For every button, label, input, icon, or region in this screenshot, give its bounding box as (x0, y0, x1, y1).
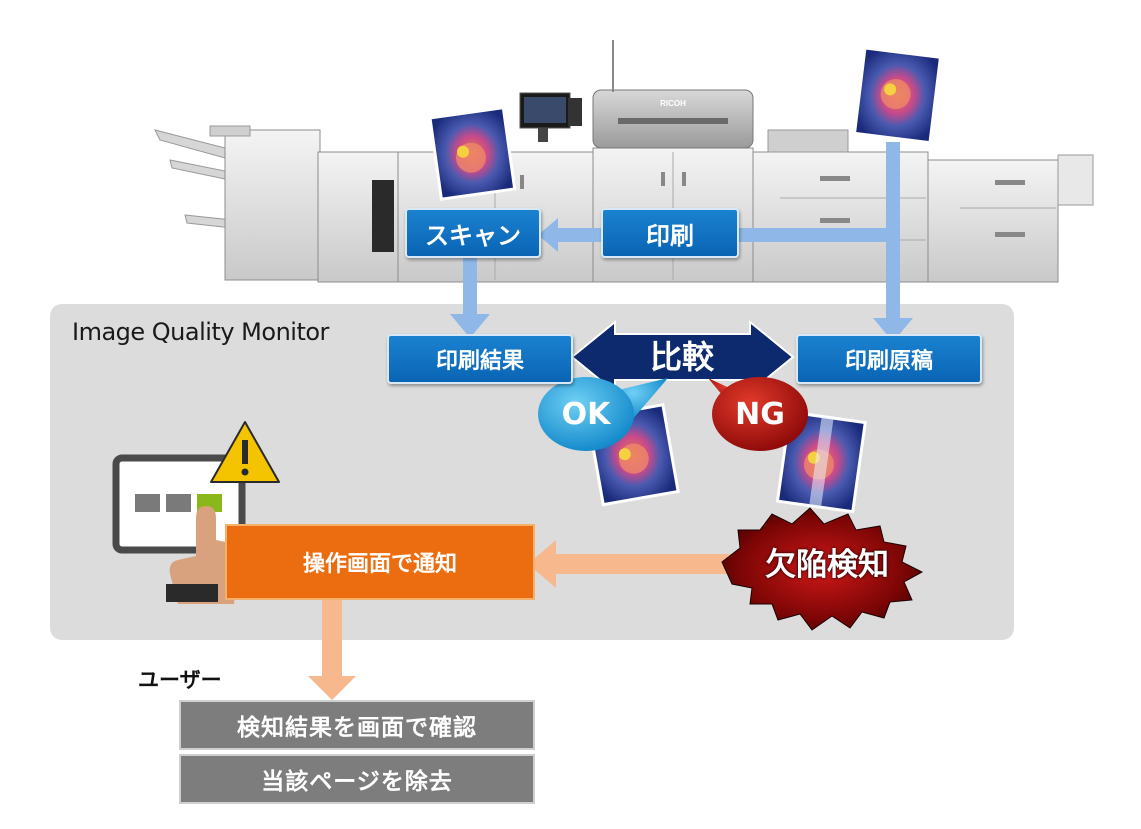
print-box: 印刷 (601, 208, 739, 258)
warning-icon (210, 421, 280, 483)
compare-label: 比較 (649, 338, 714, 376)
notify-box: 操作画面で通知 (225, 524, 535, 600)
orange-flow-arrows (308, 540, 732, 700)
defect-burst (721, 507, 924, 631)
user-label: ユーザー (138, 668, 222, 692)
printer-illustration (154, 40, 1094, 283)
scan-box: スキャン (405, 208, 541, 258)
ng-bubble (708, 377, 808, 451)
ng-label: NG (735, 396, 785, 432)
flower-photo-icon (775, 410, 867, 514)
action-remove-page: 当該ページを除去 (179, 754, 535, 804)
printer-brand-label: RICOH (660, 99, 686, 108)
panel-title: Image Quality Monitor (72, 318, 329, 346)
ok-label: OK (561, 396, 611, 432)
defect-detected-label: 欠陥検知 (765, 546, 889, 583)
ok-bubble (538, 377, 668, 451)
blue-flow-arrows (450, 142, 913, 342)
hand-pointer-icon (166, 506, 239, 604)
flower-photo-icon (852, 46, 943, 145)
action-check-result: 検知結果を画面で確認 (179, 700, 535, 750)
flower-photo-icon (428, 106, 517, 201)
compare-arrow (570, 319, 795, 395)
print-result-box: 印刷結果 (387, 334, 573, 384)
print-original-box: 印刷原稿 (796, 334, 982, 384)
